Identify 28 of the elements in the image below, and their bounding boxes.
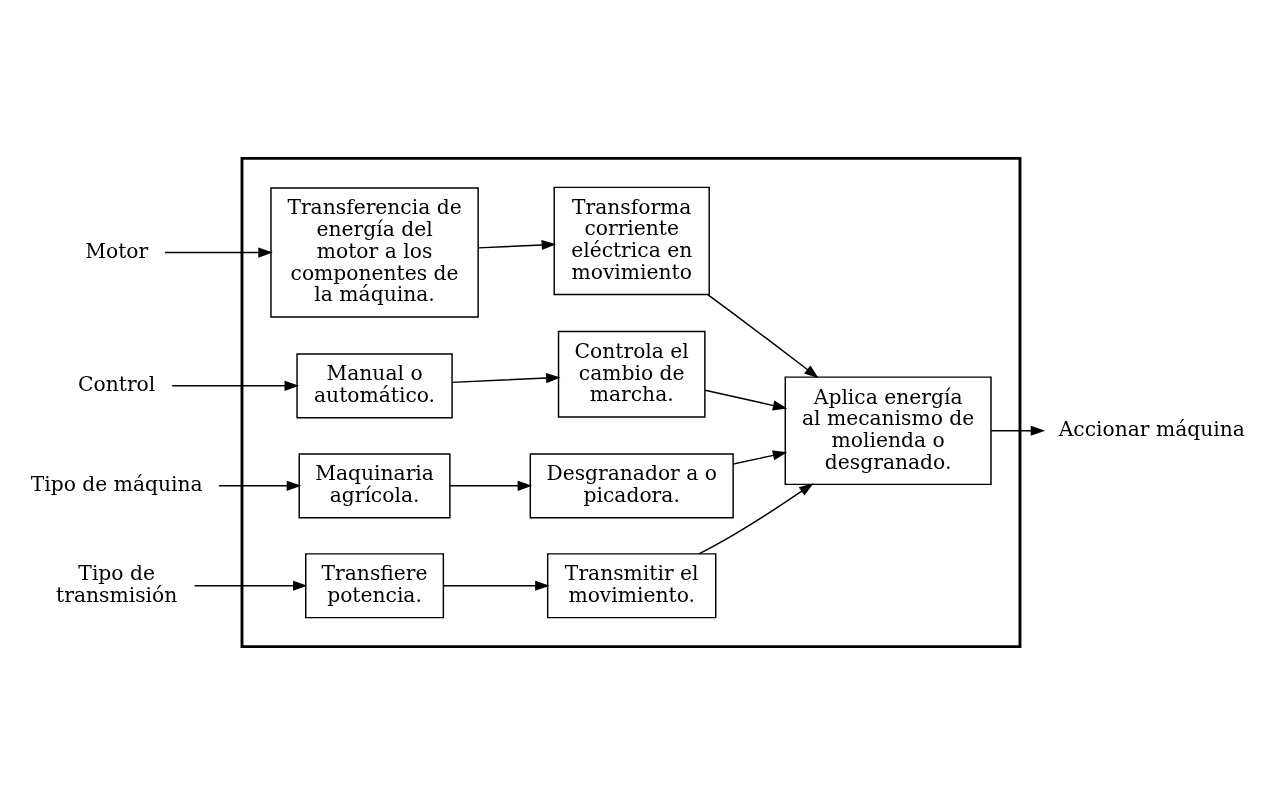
node-text: Tipo de transmisión [56, 561, 178, 607]
arrow [704, 389, 788, 411]
arrow [707, 294, 819, 379]
node-box: Aplica energía al mecanismo de molienda o desgranado. [784, 376, 992, 486]
node-box: Desgranador a o picadora. [529, 453, 734, 519]
node-box: Transferencia de energía del motor a los componentes de la máquina. [270, 187, 479, 318]
node-text: Motor [85, 238, 149, 263]
arrow [732, 450, 788, 465]
node-box: Controla el cambio de marcha. [557, 330, 706, 418]
arrow [698, 483, 814, 555]
node-box: Manual o automático. [296, 353, 453, 419]
arrow [171, 380, 300, 391]
arrow [442, 580, 550, 591]
arrow [218, 480, 302, 491]
arrow [477, 239, 557, 251]
node-text: Accionar máquina [1058, 417, 1245, 442]
cluster [240, 156, 1022, 649]
node-text: Tipo de máquina [30, 472, 203, 497]
node-box: Transfiere potencia. [305, 553, 445, 619]
arrow [451, 373, 561, 384]
node-box: Transforma corriente eléctrica en movimiento [553, 186, 710, 296]
arrow [449, 480, 533, 491]
node-text: Control [78, 372, 156, 397]
node-box: Maquinaria agrícola. [298, 453, 451, 519]
arrow [990, 425, 1046, 436]
arrow [193, 580, 308, 591]
node-box: Transmitir el movimiento. [546, 553, 717, 619]
arrow [164, 247, 273, 258]
